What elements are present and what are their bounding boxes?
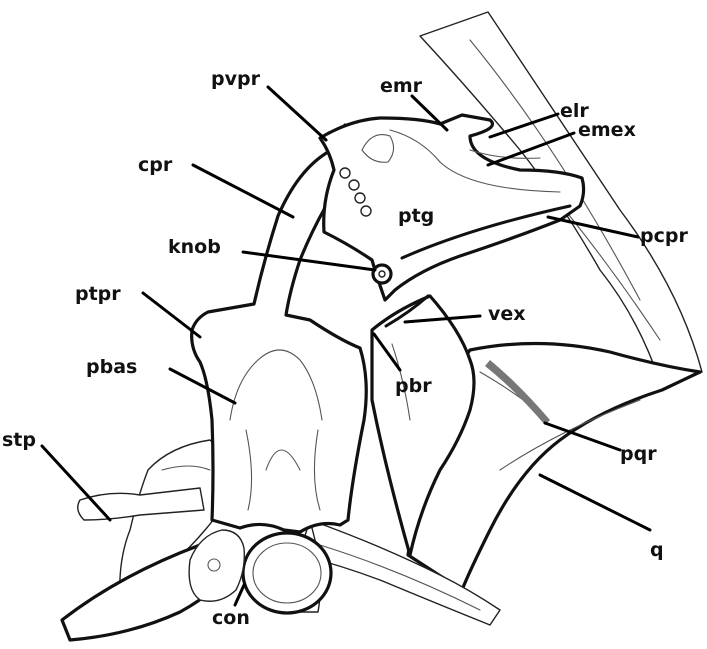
label-pbr: pbr [395, 375, 432, 397]
label-pbas: pbas [86, 356, 137, 378]
label-ptg: ptg [398, 205, 434, 227]
exoccipital-piece [189, 530, 244, 601]
label-emex: emex [578, 119, 636, 141]
label-stp: stp [2, 429, 36, 451]
label-cpr: cpr [138, 154, 173, 176]
label-knob: knob [168, 236, 221, 258]
label-pvpr: pvpr [211, 68, 261, 90]
label-emr: emr [380, 75, 423, 97]
knob-process [373, 265, 391, 283]
label-vex: vex [488, 303, 526, 325]
label-ptpr: ptpr [75, 283, 121, 305]
label-q: q [650, 539, 664, 561]
label-pcpr: pcpr [640, 225, 688, 247]
occipital-condyle [243, 533, 331, 613]
label-con: con [212, 607, 250, 629]
label-pqr: pqr [620, 443, 657, 465]
